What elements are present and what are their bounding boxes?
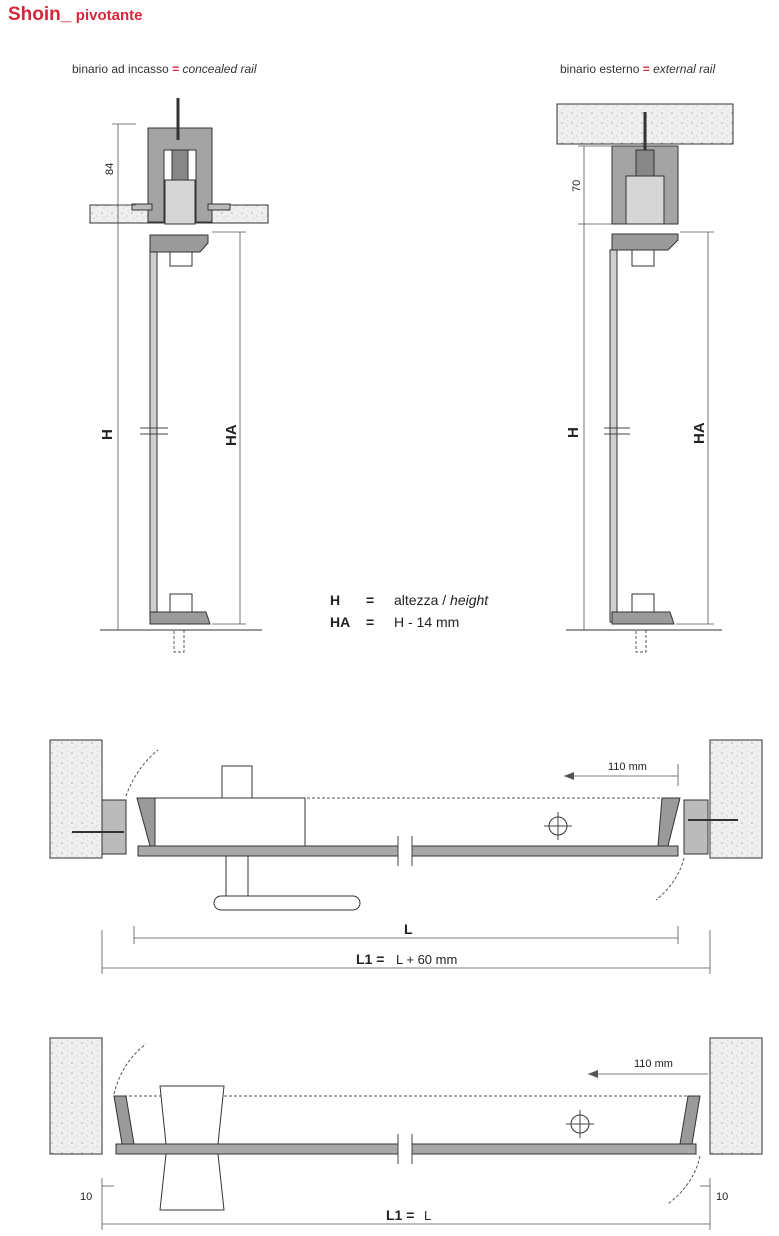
top-bracket [149,234,209,253]
door-panel [154,797,306,847]
page-title: Shoin_ pivotante [8,4,142,26]
wall-left [49,739,103,859]
caption-separator: = [172,62,180,76]
door-leaf [609,249,618,623]
legend-HA-symbol: HA [330,614,351,630]
dim-L: L [404,921,413,937]
dim-L1-label-top: L1 = [356,951,384,967]
carriage [625,175,665,225]
flush-pull-top [159,1085,225,1145]
dim-offset-top: 110 mm [608,761,647,773]
floor-pivot [635,629,647,653]
arrow-head [588,1070,598,1078]
arrow-head [564,772,574,780]
wall-right [709,739,763,859]
dim-H-left: H [99,429,116,440]
wall-right [709,1037,763,1155]
wall-bracket-right [683,799,709,855]
dim-H-right: H [565,427,582,438]
legend-HA-value: H - 14 mm [394,614,460,630]
frame-right [657,797,681,847]
swing-arc-right [667,1155,701,1205]
dim-rail-concealed: 84 [104,163,116,175]
bottom-pivot-block [169,593,193,613]
caption-external-it: binario esterno [560,62,640,76]
dim-L1-formula-top: L + 60 mm [396,952,457,967]
legend-H-en: height [450,592,489,608]
legend-row-H: H = altezza / height [330,592,488,614]
plan-view-bottom: 110 mm 10 10 L1 = L [49,1037,763,1230]
caption-concealed-it: binario ad incasso [72,62,169,76]
legend-H-symbol: H [330,592,341,608]
elevation-concealed: 84 H HA [89,98,269,653]
break-gap [398,1136,412,1162]
caption-external-rail: binario esterno = external rail [560,62,715,76]
door-leaf [149,251,158,625]
caption-concealed-rail: binario ad incasso = concealed rail [72,62,256,76]
rail-profile [147,127,213,223]
dim-HA-right: HA [691,422,708,444]
wall-left [49,1037,103,1155]
handle-stem [225,855,249,897]
handle-lever [213,895,361,911]
dim-rail-external: 70 [571,180,583,192]
wall-bracket-left [101,799,127,855]
dim-side-left: 10 [80,1191,92,1203]
bottom-bracket [611,611,675,625]
elevation-external: 70 H HA [556,103,734,653]
dim-L1-label-bottom: L1 = [386,1207,414,1223]
swing-arc-right [655,857,685,901]
legend-H-it: altezza / [394,592,447,608]
top-pivot [169,251,193,267]
plan-view-top: 110 mm L L1 = L + 60 mm [49,739,763,974]
dim-L1-formula-bottom: L [424,1208,431,1223]
floor-pivot [173,629,185,653]
top-pivot [631,249,655,267]
carriage-hanger [171,149,189,181]
caption-external-en: external rail [653,62,716,76]
brand-name: Shoin_ [8,4,72,25]
flush-pull-bottom [159,1153,225,1211]
swing-arc-left [113,1043,147,1095]
rail-flange-right [207,203,231,211]
dim-HA-left: HA [223,424,240,446]
bottom-pivot-block [631,593,655,613]
rail-flange-left [131,203,153,211]
dim-side-right: 10 [716,1191,728,1203]
swing-arc-left [125,749,159,797]
legend-row-HA: HA = H - 14 mm [330,614,488,636]
handle-rose [221,765,253,799]
break-gap [398,838,412,864]
dim-offset-bottom: 110 mm [634,1058,673,1070]
bottom-bracket [149,611,211,625]
caption-separator: = [642,62,650,76]
carriage-hanger [635,149,655,177]
carriage [164,179,196,225]
caption-concealed-en: concealed rail [182,62,257,76]
dimension-legend: H = altezza / height HA = H - 14 mm [330,592,488,636]
legend-H-equals: = [366,592,375,608]
product-subtitle: pivotante [75,7,143,24]
top-bracket [611,233,679,251]
legend-HA-equals: = [366,614,375,630]
